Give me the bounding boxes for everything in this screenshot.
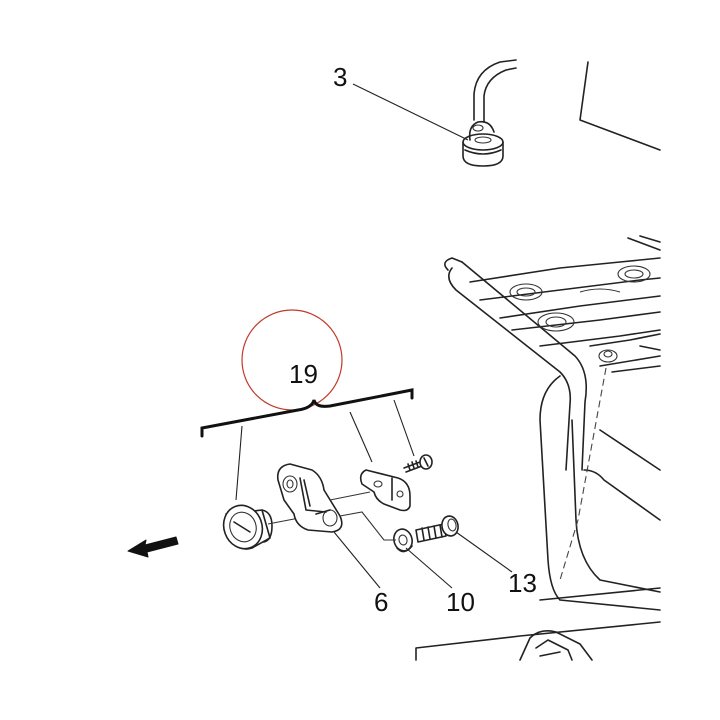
bracket-19 [200, 388, 414, 438]
callout-10: 10 [446, 587, 475, 617]
part-6-lock-plate [276, 463, 343, 533]
leader-19-plate [349, 411, 373, 463]
plate-axis-line [329, 491, 371, 501]
leader-13 [455, 531, 513, 573]
callout-6: 6 [374, 587, 388, 617]
leader-19-cap [235, 425, 243, 501]
leader-10 [405, 547, 453, 589]
assembly-dashline-bolt [559, 367, 607, 581]
callout-19: 19 [289, 359, 318, 389]
callout-3: 3 [333, 62, 347, 92]
part-19-screw [403, 454, 433, 473]
leader-19-screw [393, 399, 415, 457]
callout-13: 13 [508, 568, 537, 598]
part-13-bolt [415, 515, 459, 543]
part-10-washer [393, 528, 413, 553]
leader-6 [333, 531, 381, 589]
direction-arrow-icon [127, 536, 179, 558]
part-19-bracket [359, 469, 411, 512]
washer-path-line [339, 511, 396, 541]
part-3-grommet [462, 59, 517, 167]
part-19-lock-cap [222, 504, 273, 550]
leader-3 [352, 83, 469, 141]
vehicle-frame [415, 61, 661, 661]
